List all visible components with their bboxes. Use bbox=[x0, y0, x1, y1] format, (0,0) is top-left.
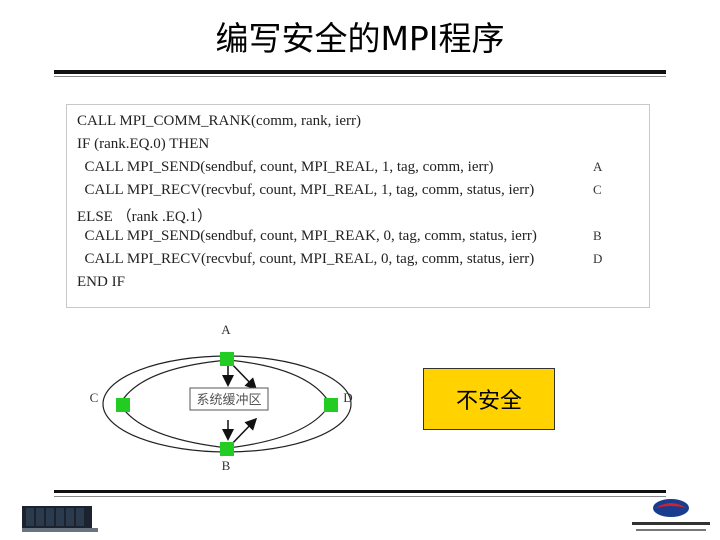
code-line: CALL MPI_RECV(recvbuf, count, MPI_REAL, … bbox=[77, 251, 535, 267]
arc-a-d bbox=[227, 359, 331, 405]
bottom-divider-thin bbox=[54, 496, 666, 497]
page-title: 编写安全的MPI程序 bbox=[215, 19, 505, 58]
institution-logo bbox=[632, 499, 710, 531]
unsafe-badge: 不安全 bbox=[423, 368, 555, 430]
system-buffer-box bbox=[189, 387, 269, 411]
bottom-divider bbox=[54, 490, 666, 493]
top-divider-thin bbox=[54, 76, 666, 77]
system-buffer-label: 系统缓冲区 bbox=[196, 393, 261, 408]
arc-a-c bbox=[119, 359, 229, 405]
node-a bbox=[220, 352, 234, 366]
label-b: B bbox=[222, 458, 231, 473]
code-line: IF (rank.EQ.0) THEN bbox=[77, 136, 210, 152]
top-divider bbox=[54, 70, 666, 74]
marker-a: A bbox=[593, 159, 603, 174]
code-line: CALL MPI_RECV(recvbuf, count, MPI_REAL, … bbox=[77, 182, 535, 198]
node-c bbox=[116, 398, 130, 412]
node-b bbox=[220, 442, 234, 456]
arc-c-b bbox=[119, 403, 229, 449]
arc-d-b bbox=[227, 403, 331, 449]
code-line: CALL MPI_SEND(sendbuf, count, MPI_REAL, … bbox=[77, 159, 494, 175]
marker-d: D bbox=[593, 251, 603, 266]
marker-b: B bbox=[593, 228, 602, 243]
code-line: END IF bbox=[77, 274, 125, 290]
code-line: ELSE （rank .EQ.1） bbox=[77, 209, 212, 225]
buffer-diagram: 系统缓冲区 A B C D bbox=[90, 322, 353, 473]
code-line: CALL MPI_COMM_RANK(comm, rank, ierr) bbox=[77, 113, 361, 129]
code-listing: CALL MPI_COMM_RANK(comm, rank, ierr) IF … bbox=[66, 104, 650, 308]
marker-c: C bbox=[593, 182, 602, 197]
server-rack-icon bbox=[22, 506, 98, 532]
node-d bbox=[324, 398, 338, 412]
label-d: D bbox=[343, 390, 352, 405]
label-c: C bbox=[90, 390, 99, 405]
code-line: CALL MPI_SEND(sendbuf, count, MPI_REAK, … bbox=[77, 228, 537, 244]
label-a: A bbox=[221, 322, 231, 337]
